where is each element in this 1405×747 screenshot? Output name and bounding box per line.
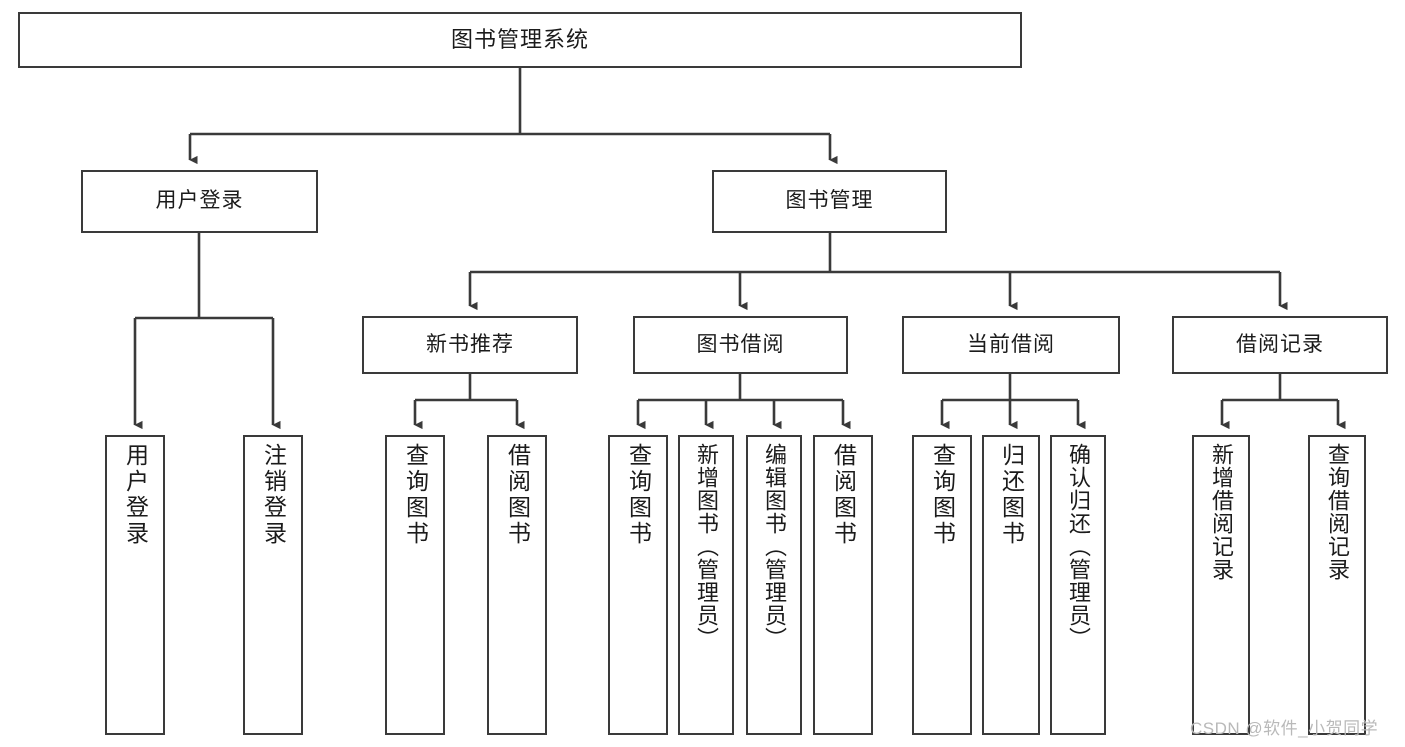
- node-label: 图书借阅: [696, 332, 785, 356]
- csdn-watermark: CSDN @软件_小贺同学: [1190, 719, 1379, 738]
- node-label: 新增图书（管理员）: [694, 443, 719, 650]
- node-borrow-record[interactable]: 借阅记录: [1172, 316, 1388, 374]
- node-label: 新增借阅记录: [1209, 443, 1234, 581]
- node-label: 用户登录: [122, 443, 149, 547]
- leaf-user-login-logout[interactable]: 注销登录: [243, 435, 303, 735]
- node-label: 编辑图书（管理员）: [762, 443, 787, 650]
- node-book-management-system[interactable]: 图书管理系统: [18, 12, 1022, 68]
- node-label: 借阅图书: [830, 443, 857, 547]
- leaf-current-borrow-return-books[interactable]: 归还图书: [982, 435, 1040, 735]
- leaf-current-borrow-query-books[interactable]: 查询图书: [912, 435, 972, 735]
- node-label: 注销登录: [260, 443, 287, 547]
- leaf-borrow-record-query-record[interactable]: 查询借阅记录: [1308, 435, 1366, 735]
- leaf-new-book-query-books[interactable]: 查询图书: [385, 435, 445, 735]
- node-label: 当前借阅: [967, 332, 1055, 356]
- node-current-borrow[interactable]: 当前借阅: [902, 316, 1120, 374]
- node-label: 借阅记录: [1236, 332, 1324, 356]
- leaf-book-borrow-query-books[interactable]: 查询图书: [608, 435, 668, 735]
- node-user-login[interactable]: 用户登录: [81, 170, 318, 233]
- node-label: 查询图书: [929, 443, 956, 547]
- node-label: 归还图书: [998, 443, 1025, 547]
- leaf-new-book-borrow-books[interactable]: 借阅图书: [487, 435, 547, 735]
- node-label: 用户登录: [155, 189, 244, 213]
- node-label: 借阅图书: [504, 443, 531, 547]
- leaf-user-login-login[interactable]: 用户登录: [105, 435, 165, 735]
- node-label: 查询借阅记录: [1325, 443, 1350, 581]
- node-label: 查询图书: [402, 443, 429, 547]
- leaf-current-borrow-confirm-return-admin[interactable]: 确认归还（管理员）: [1050, 435, 1106, 735]
- node-book-borrow[interactable]: 图书借阅: [633, 316, 848, 374]
- node-label: 图书管理系统: [450, 27, 589, 53]
- node-label: 图书管理: [785, 189, 874, 213]
- node-label: 确认归还（管理员）: [1066, 443, 1091, 650]
- leaf-borrow-record-add-record[interactable]: 新增借阅记录: [1192, 435, 1250, 735]
- leaf-book-borrow-borrow-books[interactable]: 借阅图书: [813, 435, 873, 735]
- node-new-book-recommend[interactable]: 新书推荐: [362, 316, 578, 374]
- node-label: 新书推荐: [426, 332, 514, 356]
- node-label: 查询图书: [625, 443, 652, 547]
- node-book-management[interactable]: 图书管理: [712, 170, 947, 233]
- leaf-book-borrow-add-book-admin[interactable]: 新增图书（管理员）: [678, 435, 734, 735]
- leaf-book-borrow-edit-book-admin[interactable]: 编辑图书（管理员）: [746, 435, 802, 735]
